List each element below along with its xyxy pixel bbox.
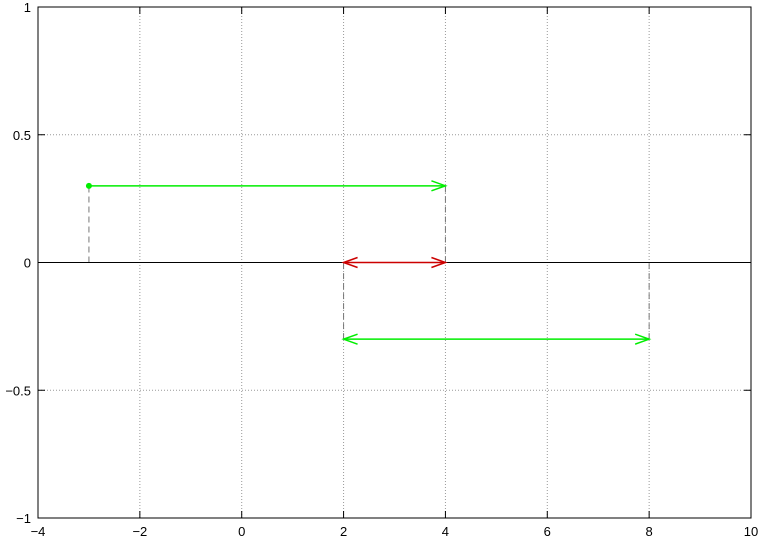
y-tick-label: 0 bbox=[24, 256, 31, 271]
arrows bbox=[85, 180, 652, 345]
x-tick-label: −4 bbox=[31, 524, 46, 539]
x-tick-label: 2 bbox=[340, 524, 347, 539]
x-tick-labels: −4 −2 0 2 4 6 8 10 bbox=[31, 524, 759, 539]
y-tick-labels: −1 −0.5 0 0.5 1 bbox=[5, 0, 31, 526]
arrow-head bbox=[431, 180, 448, 192]
dashed-guides bbox=[88, 185, 650, 340]
x-tick-label: 8 bbox=[646, 524, 653, 539]
y-tick-label: −1 bbox=[16, 511, 31, 526]
y-tick-label: 1 bbox=[24, 0, 31, 15]
x-tick-label: 10 bbox=[744, 524, 758, 539]
arrow-start-dot bbox=[85, 182, 92, 189]
arrow-head bbox=[341, 333, 358, 345]
axis-ticks bbox=[37, 6, 752, 519]
arrow-head bbox=[634, 333, 652, 345]
x-tick-label: −2 bbox=[132, 524, 147, 539]
y-tick-label: 0.5 bbox=[13, 128, 31, 143]
x-tick-label: 4 bbox=[442, 524, 449, 539]
x-tick-label: 6 bbox=[544, 524, 551, 539]
arrow-head bbox=[431, 256, 448, 269]
arrow-head bbox=[341, 256, 358, 269]
y-tick-label: −0.5 bbox=[5, 383, 31, 398]
x-tick-label: 0 bbox=[238, 524, 245, 539]
